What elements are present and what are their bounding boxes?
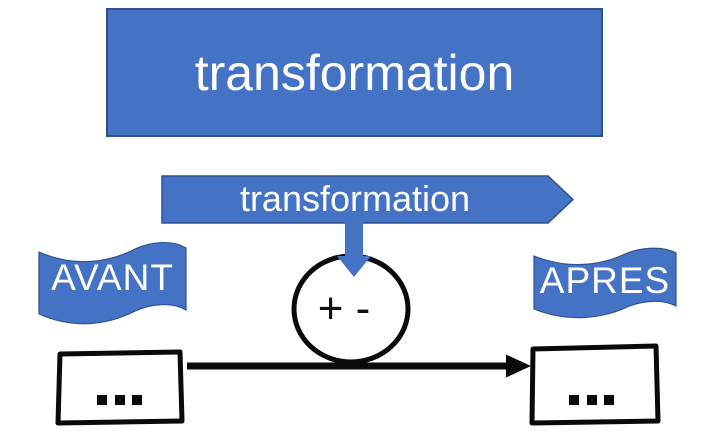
dot	[114, 394, 125, 405]
dot	[97, 394, 107, 405]
dot	[569, 394, 579, 405]
flow-arrowhead-icon	[506, 354, 531, 378]
dot	[604, 394, 614, 405]
after-flag-label: APRES	[539, 260, 671, 301]
after-box-shape	[529, 343, 661, 426]
flow-arrow	[187, 354, 531, 378]
junction-circle-label: + -	[317, 284, 371, 333]
junction-circle-label-wrap: + -	[284, 284, 404, 333]
before-flag-shape	[38, 242, 187, 325]
before-flag-label: AVANT	[51, 257, 174, 298]
dot	[132, 394, 142, 405]
title-box-label: transformation	[194, 44, 515, 101]
before-box-shape	[55, 349, 185, 426]
down-arrow-icon	[337, 221, 371, 277]
after-box-ellipsis-dots	[569, 394, 614, 405]
before-flag-label-wrap: AVANT	[37, 256, 188, 300]
before-box-ellipsis-dots	[97, 394, 142, 405]
title-box: transformation	[106, 8, 603, 137]
after-flag-label-wrap: APRES	[532, 259, 678, 303]
process-arrow-label-wrap: transformation	[162, 175, 548, 223]
dot	[586, 394, 597, 405]
process-arrow-shape	[161, 175, 575, 224]
after-flag-shape	[533, 247, 677, 319]
process-arrow-label: transformation	[239, 178, 471, 219]
